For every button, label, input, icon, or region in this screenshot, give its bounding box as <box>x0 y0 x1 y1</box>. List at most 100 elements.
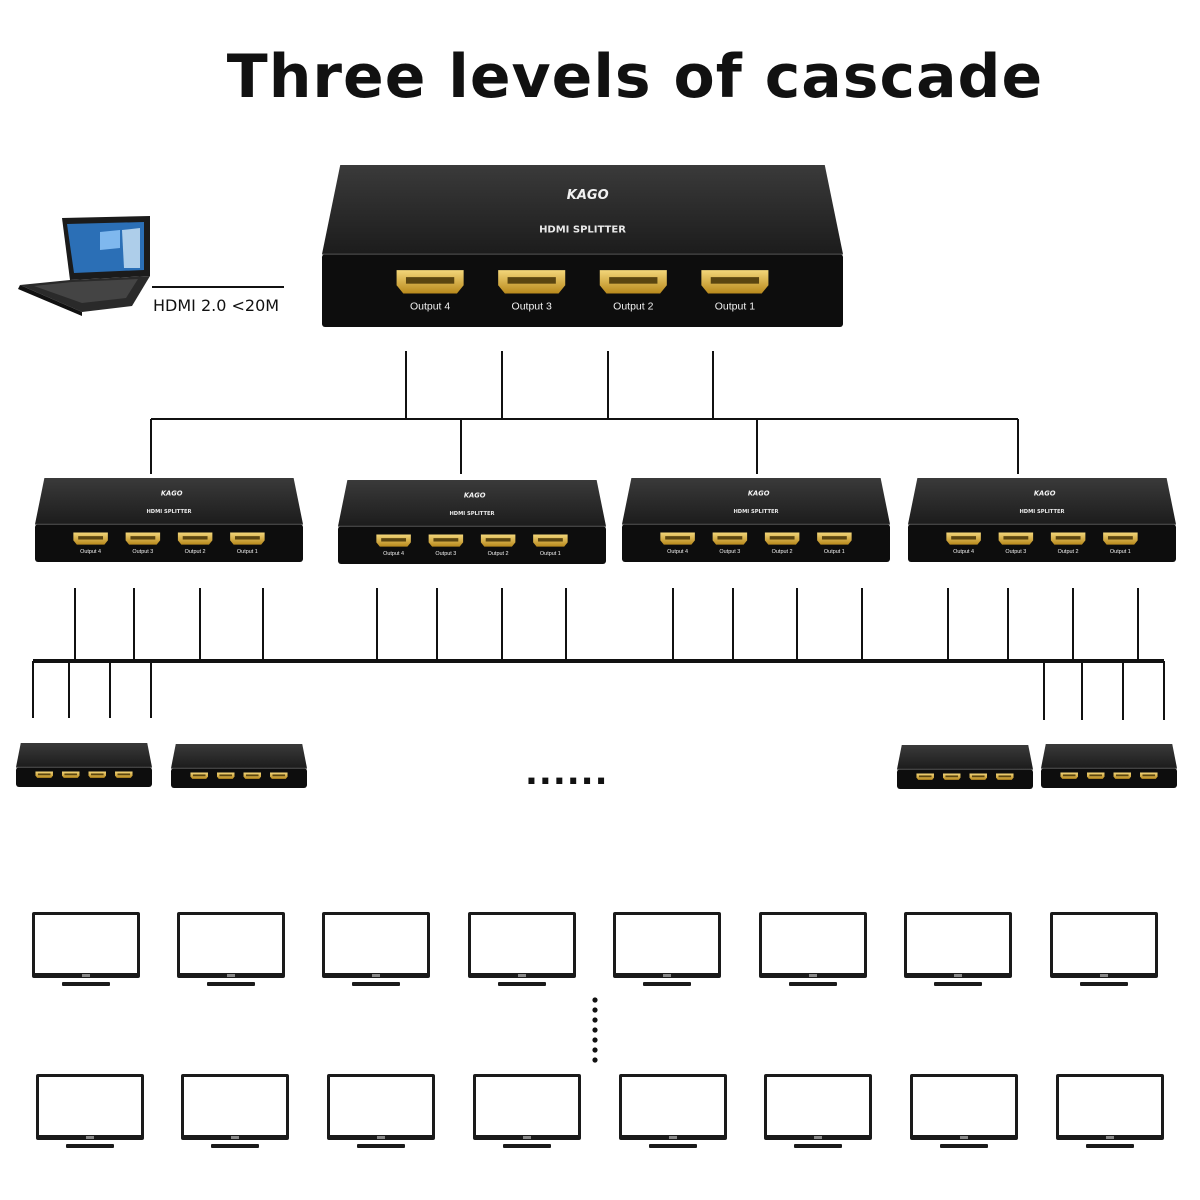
vertical-ellipsis-dot <box>592 997 598 1003</box>
output-port-label: Output 1 <box>715 301 755 313</box>
monitor-icon <box>1056 1074 1164 1148</box>
hdmi-port-slot <box>769 536 795 540</box>
monitor-screen <box>1053 915 1155 973</box>
device-front-face <box>322 254 843 327</box>
hdmi-port-slot <box>1062 774 1076 777</box>
monitor-stand <box>649 1144 697 1148</box>
hdmi-port-slot <box>717 536 743 540</box>
monitor-screen <box>1059 1077 1161 1135</box>
hdmi-splitter-device <box>171 744 307 788</box>
output-port-label: Output 2 <box>613 301 653 313</box>
cable-spec-label: HDMI 2.0 <20M <box>153 296 280 315</box>
monitor-icon <box>910 1074 1018 1148</box>
monitor-logo <box>1106 1136 1114 1139</box>
hdmi-splitter-device <box>1041 744 1177 788</box>
hdmi-port-slot <box>1003 536 1029 540</box>
devices-layer: KAGO HDMI SPLITTER Output 4 Output 3 Output … <box>16 165 1177 789</box>
output-port-label: Output 4 <box>410 301 450 313</box>
more-splitters-ellipsis: ...... <box>525 753 609 793</box>
monitor-stand <box>211 1144 259 1148</box>
device-front-face <box>338 526 606 564</box>
output-port-label: Output 4 <box>383 551 404 557</box>
monitor-stand <box>66 1144 114 1148</box>
hdmi-port-slot <box>37 773 51 776</box>
hdmi-splitter-device <box>897 745 1033 789</box>
monitor-logo <box>954 974 962 977</box>
output-port-label: Output 1 <box>540 551 561 557</box>
windows-logo-icon <box>100 230 120 250</box>
hdmi-port-slot <box>381 538 407 542</box>
hdmi-port-slot <box>971 775 985 778</box>
hdmi-port-slot <box>918 775 932 778</box>
monitor-icon <box>904 912 1012 986</box>
output-port-label: Output 4 <box>80 549 101 555</box>
hdmi-port-slot <box>90 773 104 776</box>
monitor-logo <box>814 1136 822 1139</box>
monitor-icon <box>1050 912 1158 986</box>
monitor-logo <box>372 974 380 977</box>
hdmi-splitter-device <box>16 743 152 787</box>
hdmi-port-slot <box>64 773 78 776</box>
monitor-logo <box>231 1136 239 1139</box>
hdmi-port-slot <box>665 536 691 540</box>
monitor-stand <box>643 982 691 986</box>
hdmi-port-slot <box>219 774 233 777</box>
monitor-icon <box>619 1074 727 1148</box>
vertical-ellipsis-dot <box>592 1057 598 1063</box>
hdmi-port-slot <box>485 538 511 542</box>
monitor-logo <box>663 974 671 977</box>
product-name: HDMI SPLITTER <box>1019 509 1064 515</box>
monitor-screen <box>622 1077 724 1135</box>
hdmi-port-slot <box>1089 774 1103 777</box>
brand-logo: KAGO <box>1034 490 1056 498</box>
monitors-layer <box>32 912 1164 1148</box>
hdmi-port-slot <box>1115 774 1129 777</box>
device-top-face <box>897 745 1033 770</box>
monitor-icon <box>473 1074 581 1148</box>
device-front-face <box>908 524 1176 562</box>
device-top-face <box>322 165 843 255</box>
monitor-icon <box>181 1074 289 1148</box>
hdmi-port-slot <box>710 277 760 284</box>
monitor-icon <box>32 912 140 986</box>
hdmi-port-slot <box>117 773 131 776</box>
monitor-stand <box>789 982 837 986</box>
monitor-stand <box>498 982 546 986</box>
monitor-screen <box>184 1077 286 1135</box>
monitor-stand <box>357 1144 405 1148</box>
monitor-stand <box>794 1144 842 1148</box>
monitor-screen <box>471 915 573 973</box>
monitor-stand <box>940 1144 988 1148</box>
device-top-face <box>1041 744 1177 769</box>
hdmi-port-slot <box>78 536 104 540</box>
vertical-ellipsis-dot <box>592 1047 598 1053</box>
monitor-screen <box>330 1077 432 1135</box>
hdmi-port-slot <box>1142 774 1156 777</box>
hdmi-port-slot <box>998 775 1012 778</box>
monitor-logo <box>518 974 526 977</box>
monitor-stand <box>207 982 255 986</box>
device-front-face <box>897 769 1033 789</box>
monitor-screen <box>907 915 1009 973</box>
product-name: HDMI SPLITTER <box>733 509 778 515</box>
monitor-stand <box>934 982 982 986</box>
monitor-icon <box>36 1074 144 1148</box>
product-name: HDMI SPLITTER <box>539 225 626 236</box>
device-top-face <box>338 480 606 527</box>
output-port-label: Output 1 <box>1110 549 1131 555</box>
hdmi-port-slot <box>537 538 563 542</box>
hdmi-port-slot <box>507 277 556 284</box>
output-port-label: Output 1 <box>824 549 845 555</box>
device-top-face <box>16 743 152 768</box>
output-port-label: Output 4 <box>667 549 688 555</box>
hdmi-port-slot <box>405 277 455 284</box>
monitor-logo <box>1100 974 1108 977</box>
laptop-keyboard <box>34 279 138 303</box>
output-port-label: Output 3 <box>435 551 456 557</box>
vertical-ellipsis-dot <box>592 1017 598 1023</box>
monitor-screen <box>325 915 427 973</box>
hdmi-port-slot <box>433 538 459 542</box>
